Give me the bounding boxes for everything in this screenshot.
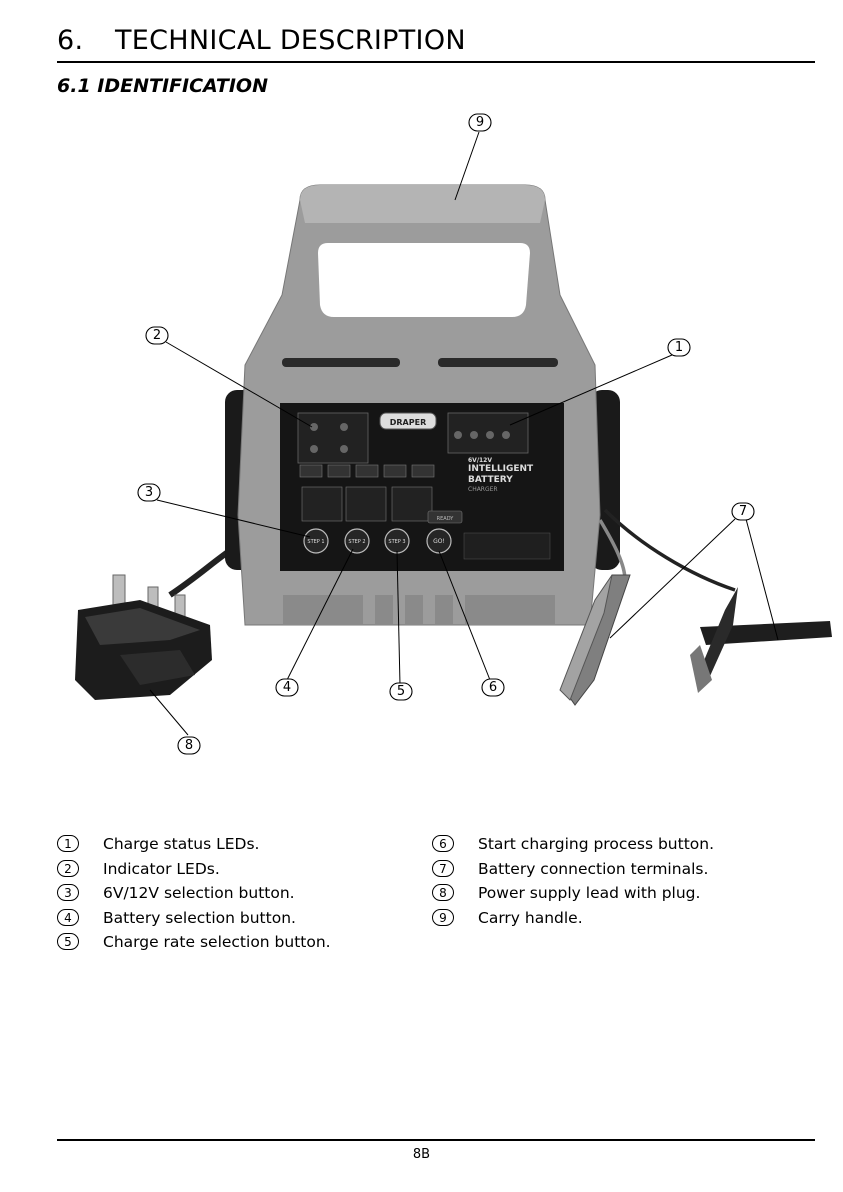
legend-text: Battery connection terminals.: [478, 859, 709, 878]
svg-text:GO!: GO!: [433, 538, 445, 545]
legend-text: 6V/12V selection button.: [103, 884, 295, 902]
legend-number: 9: [432, 908, 454, 926]
legend-number: 3: [57, 884, 79, 901]
legend-text: Charge status LEDs.: [103, 835, 260, 853]
step-3-button: STEP 3: [384, 528, 410, 554]
callout-lines: [149, 131, 779, 736]
section-title: 6. TECHNICAL DESCRIPTION: [57, 24, 466, 58]
product-line-2: INTELLIGENT: [468, 464, 534, 474]
step-2-button: STEP 2: [344, 528, 370, 554]
brand-logo: DRAPER: [390, 418, 426, 427]
section-number: 6.: [57, 25, 84, 56]
indicator-led-icon: [310, 445, 318, 453]
legend-text: Indicator LEDs.: [103, 859, 220, 878]
charger-figure: DRAPER 6V/12V INTELLIGENT BATTERY CHARGE…: [0, 105, 843, 765]
callout-6: 6: [488, 680, 498, 695]
indicator-led-icon: [310, 423, 318, 431]
subsection-title: 6.1 IDENTIFICATION: [57, 75, 268, 97]
page-number: 8B: [412, 1147, 431, 1162]
indicator-led-icon: [340, 445, 348, 453]
legend-number: 7: [432, 859, 454, 877]
charge-status-led-icon: [502, 431, 510, 439]
callout-9: 9: [475, 115, 485, 130]
legend-number: 6: [432, 835, 454, 852]
indicator-led-icon: [340, 423, 348, 431]
product-line-4: CHARGER: [468, 486, 498, 493]
charge-status-led-icon: [454, 431, 462, 439]
callout-4: 4: [282, 680, 292, 695]
legend-text: Charge rate selection button.: [103, 933, 331, 951]
carry-handle-opening: [318, 243, 530, 317]
legend-text: Battery selection button.: [103, 908, 296, 927]
section-title-text: TECHNICAL DESCRIPTION: [115, 25, 466, 56]
callout-8: 8: [184, 738, 194, 753]
mains-plug-icon: [75, 574, 212, 700]
grey-battery-clamp-icon: [559, 574, 631, 706]
legend-text: Power supply lead with plug.: [478, 884, 701, 902]
svg-text:STEP 1: STEP 1: [307, 539, 324, 545]
step-1-button: STEP 1: [303, 528, 329, 554]
callout-7: 7: [738, 504, 748, 519]
footer-rule: [57, 1139, 815, 1141]
svg-text:STEP 3: STEP 3: [388, 539, 405, 545]
legend-text: Start charging process button.: [478, 835, 715, 853]
callout-markers: [137, 113, 755, 755]
legend-number: 8: [432, 884, 454, 901]
go-button: GO!: [426, 528, 452, 554]
callout-5: 5: [396, 684, 406, 699]
svg-text:STEP 2: STEP 2: [348, 539, 365, 545]
control-panel: DRAPER 6V/12V INTELLIGENT BATTERY CHARGE…: [280, 403, 564, 571]
black-battery-lead: [603, 508, 736, 592]
charge-status-led-icon: [486, 431, 494, 439]
legend-number: 4: [57, 908, 79, 926]
product-line-3: BATTERY: [468, 475, 513, 485]
product-line-1: 6V/12V: [468, 457, 492, 464]
header-rule: [57, 61, 815, 63]
legend-number: 5: [57, 933, 79, 950]
callout-1: 1: [674, 340, 684, 355]
callout-2: 2: [152, 328, 162, 343]
charge-status-led-icon: [470, 431, 478, 439]
callout-3: 3: [144, 485, 154, 500]
charger-illustration: DRAPER 6V/12V INTELLIGENT BATTERY CHARGE…: [75, 113, 832, 755]
black-battery-clamp-icon: [690, 587, 832, 693]
legend-number: 1: [57, 835, 79, 852]
ready-label: READY: [437, 516, 455, 522]
legend-text: Carry handle.: [478, 908, 583, 927]
legend-number: 2: [57, 859, 79, 877]
